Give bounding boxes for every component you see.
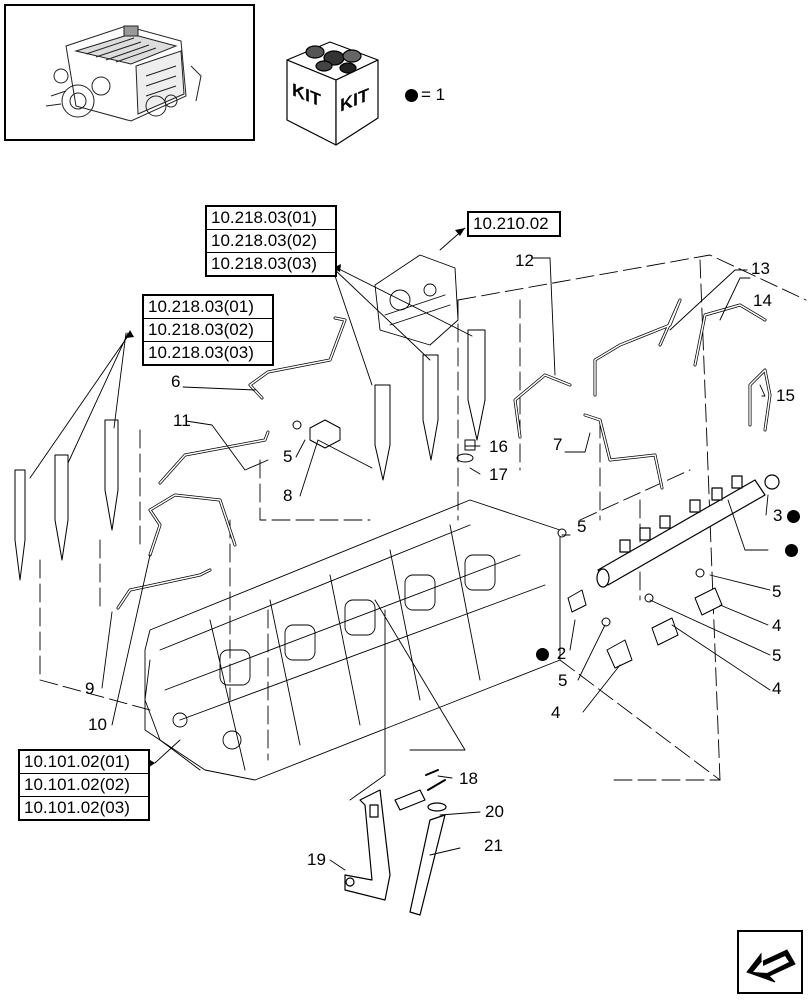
- callout-1: [785, 541, 801, 558]
- callout-8: 8: [283, 486, 293, 505]
- leader-lines: [29, 227, 771, 871]
- kit-legend-text: = 1: [421, 85, 446, 104]
- kit-dot-icon: [785, 544, 798, 558]
- small-parts: [292, 419, 723, 669]
- kit-dot-icon: [536, 648, 549, 662]
- callout-18: 18: [459, 769, 478, 788]
- reference-group-bottom: 10.101.02(01) 10.101.02(02) 10.101.02(03…: [18, 749, 150, 821]
- callout-5: 5: [577, 517, 587, 536]
- callout-14: 14: [753, 291, 772, 310]
- reference-link[interactable]: 10.210.02: [473, 214, 549, 233]
- callout-21: 21: [484, 836, 503, 855]
- reference-link[interactable]: 10.218.03(01): [144, 296, 272, 319]
- callout-10: 10: [88, 715, 107, 734]
- reference-link[interactable]: 10.101.02(01): [20, 751, 148, 774]
- callout-3: 3: [773, 507, 803, 524]
- reference-link[interactable]: 10.218.03(02): [207, 230, 335, 253]
- callout-3-label: 3: [773, 506, 783, 525]
- cylinder-head-block: [144, 499, 561, 781]
- callout-5: 5: [558, 671, 568, 690]
- reference-group-top: 10.218.03(01) 10.218.03(02) 10.218.03(03…: [205, 205, 337, 277]
- callout-4: 4: [551, 703, 561, 722]
- callout-13: 13: [751, 259, 770, 278]
- previous-page-arrow[interactable]: [737, 930, 803, 994]
- callout-11: 11: [173, 411, 191, 430]
- callout-5: 5: [772, 646, 782, 665]
- engine-thumbnail[interactable]: [4, 4, 255, 141]
- reference-link[interactable]: 10.218.03(03): [148, 343, 254, 362]
- reference-link[interactable]: 10.101.02(03): [24, 798, 130, 817]
- engine-thumbnail-drawing: [45, 25, 202, 122]
- callout-5: 5: [283, 447, 293, 466]
- callout-2-label: 2: [556, 644, 567, 663]
- kit-box-icon: [286, 41, 379, 146]
- callout-9: 9: [85, 679, 95, 698]
- bracket-and-tube: [344, 769, 447, 916]
- kit-legend: = 1: [405, 85, 445, 105]
- callout-17: 17: [489, 465, 508, 484]
- callout-7: 7: [553, 435, 563, 454]
- callout-16: 16: [489, 437, 508, 456]
- callout-2: 2: [536, 645, 566, 662]
- common-rail: [596, 474, 780, 588]
- reference-link[interactable]: 10.218.03(01): [207, 207, 335, 230]
- injectors: [14, 329, 486, 581]
- reference-group-single: 10.210.02: [467, 211, 561, 237]
- kit-dot-icon: [787, 510, 801, 524]
- callout-20: 20: [485, 802, 504, 821]
- callout-4: 4: [772, 679, 782, 698]
- reference-link[interactable]: 10.101.02(02): [20, 774, 148, 797]
- callout-6: 6: [171, 372, 181, 391]
- callout-15: 15: [776, 386, 795, 405]
- arrow-icon: [746, 949, 796, 983]
- callout-19: 19: [307, 850, 326, 869]
- callout-12: 12: [515, 251, 534, 270]
- callout-5: 5: [772, 582, 782, 601]
- reference-link[interactable]: 10.218.03(02): [144, 319, 272, 342]
- reference-link[interactable]: 10.218.03(03): [211, 254, 317, 273]
- kit-dot-icon: [405, 89, 418, 103]
- fuel-pump-outline: [374, 254, 459, 346]
- callout-4: 4: [772, 616, 782, 635]
- reference-group-left: 10.218.03(01) 10.218.03(02) 10.218.03(03…: [142, 294, 274, 366]
